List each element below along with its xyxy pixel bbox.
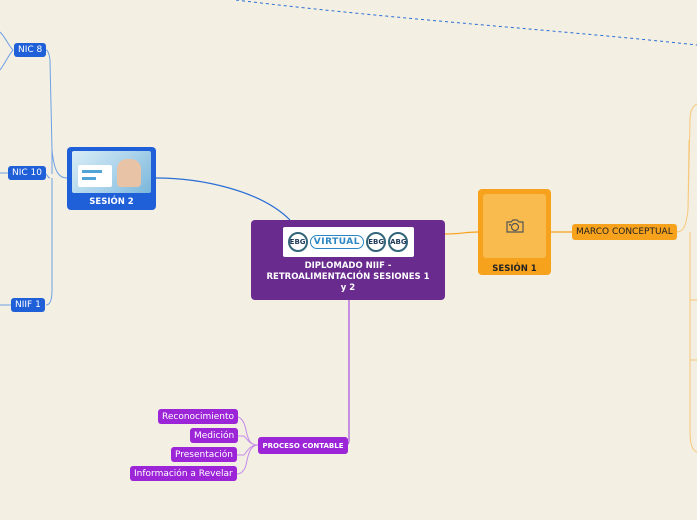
sesion-2-node[interactable]: SESIÓN 2 [67, 147, 156, 210]
sesion-2-image [72, 151, 151, 193]
link-proceso-branches [236, 416, 259, 475]
topic-nic-10[interactable]: NIC 10 [8, 166, 46, 180]
topic-medicion[interactable]: Medición [190, 428, 239, 443]
link-central-sesion2 [155, 177, 291, 221]
abg-seal-right: ABG [388, 232, 409, 252]
logo-strip: EBG VIRTUAL EBG ABG [282, 227, 414, 257]
marco-branches [675, 103, 697, 453]
proceso-contable-node[interactable]: PROCESO CONTABLE [258, 437, 348, 454]
central-title: DIPLOMADO NIIF - RETROALIMENTACIÓN SESIO… [266, 261, 430, 293]
ebg-seal-left: EBG [287, 232, 308, 252]
topic-marco-conceptual[interactable]: MARCO CONCEPTUAL [572, 224, 677, 240]
ebg-seal-mid: EBG [366, 232, 387, 252]
topic-niif-1[interactable]: NIIF 1 [11, 298, 45, 312]
sesion-2-label: SESIÓN 2 [89, 197, 134, 207]
sesion-1-label: SESIÓN 1 [492, 264, 537, 274]
virtual-logo-text: VIRTUAL [309, 235, 364, 249]
central-topic[interactable]: EBG VIRTUAL EBG ABG DIPLOMADO NIIF - RET… [251, 220, 445, 300]
camera-icon [505, 219, 524, 233]
link-central-proceso [345, 300, 350, 446]
image-placeholder [483, 194, 546, 258]
sesion-1-node[interactable]: SESIÓN 1 [478, 189, 551, 275]
link-sesion2-branches [45, 49, 68, 306]
link-central-sesion1 [444, 231, 479, 235]
topic-nic-8[interactable]: NIC 8 [14, 43, 47, 57]
topic-informacion-a-revelar[interactable]: Información a Revelar [130, 466, 237, 481]
left-edge-stubs [0, 31, 14, 306]
topic-presentacion[interactable]: Presentación [171, 447, 237, 462]
topic-reconocimiento[interactable]: Reconocimiento [158, 409, 239, 424]
dashed-relation-line [235, 0, 697, 46]
